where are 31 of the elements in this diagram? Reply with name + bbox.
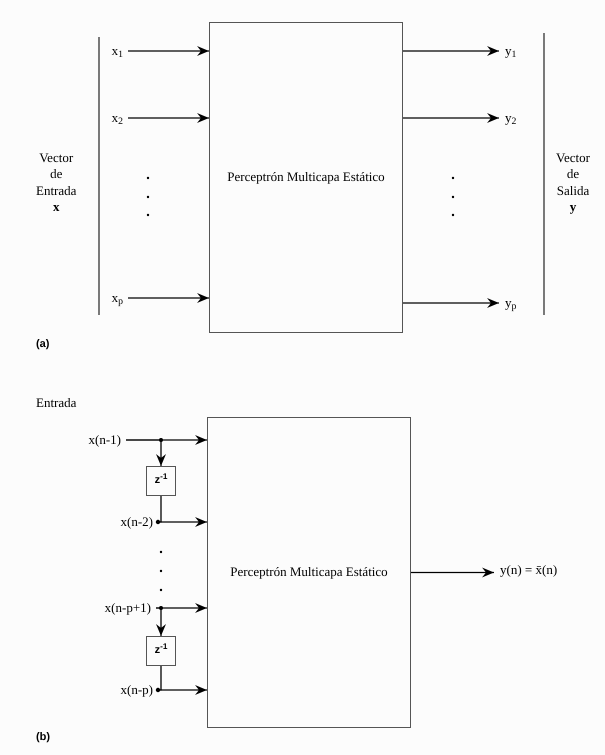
input-vector-label: Vector de Entrada x [36,150,76,215]
signal-label: x(n-p+1) [74,599,156,617]
arrow [158,685,207,695]
arrow [156,607,166,636]
signal-label: y$_{1}$ [499,42,527,60]
input-label: Entrada [36,395,76,412]
arrow [126,439,166,466]
arrow [411,568,494,578]
arrow [158,517,207,527]
output-vector-label: Vector de Salida y [556,150,590,215]
arrow [403,113,499,123]
arrow [128,293,209,303]
signal-label: x$_{p}$ [106,289,128,307]
delay-box: z$^{-1}$ [146,466,176,496]
perceptron-box: Perceptrón Multicapa Estático [207,417,411,728]
signal-label: x(n-1) [62,431,126,449]
arrow [403,46,499,56]
signal-label: y$_{p}$ [499,294,527,312]
signal-label: y$_{2}$ [499,109,527,127]
perceptron-box: Perceptrón Multicapa Estático [209,22,403,333]
delay-box: z$^{-1}$ [146,636,176,666]
arrow [128,113,209,123]
arrow [403,298,499,308]
signal-label: x(n-p) [92,681,158,699]
signal-label: x(n-2) [92,513,158,531]
panel-label: (b) [36,731,50,745]
panel-label: (a) [36,338,50,352]
arrow [128,46,209,56]
signal-label: x$_{1}$ [106,42,128,60]
signal-label: y(n) = x̄(n) [494,561,600,579]
signal-label: x$_{2}$ [106,109,128,127]
